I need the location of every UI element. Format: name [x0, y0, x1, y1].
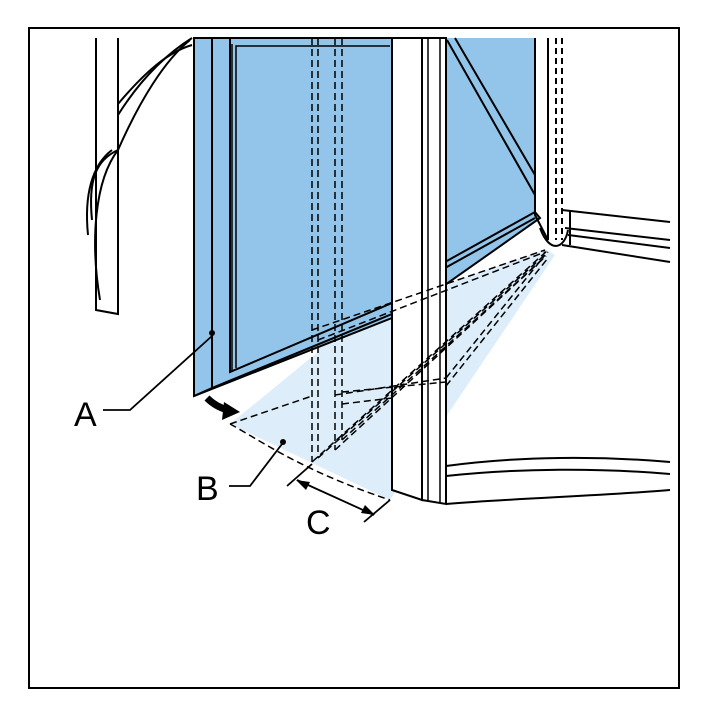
right-pillar	[534, 38, 569, 247]
door-wing-frame-inner	[231, 44, 390, 372]
door-sweep-ghost	[229, 38, 549, 501]
label-c: C	[306, 504, 331, 542]
label-b: B	[196, 470, 219, 508]
rear-floor-wall	[561, 209, 671, 263]
door-wing-frame	[211, 38, 393, 389]
center-post	[391, 37, 447, 506]
dimension-c	[286, 463, 391, 523]
label-a: A	[74, 396, 97, 434]
rear-drum-wall	[86, 37, 193, 316]
leader-lines	[103, 335, 283, 487]
dimension-c-arrow-right	[361, 505, 375, 515]
leader-b-dot	[280, 439, 286, 445]
front-floor-edge	[445, 456, 671, 505]
door-wing-right	[444, 37, 542, 287]
rotation-arrow-icon	[204, 395, 240, 420]
leader-a-dot	[209, 330, 215, 336]
dimension-c-arrow-left	[296, 480, 310, 490]
figure-frame	[28, 27, 680, 689]
